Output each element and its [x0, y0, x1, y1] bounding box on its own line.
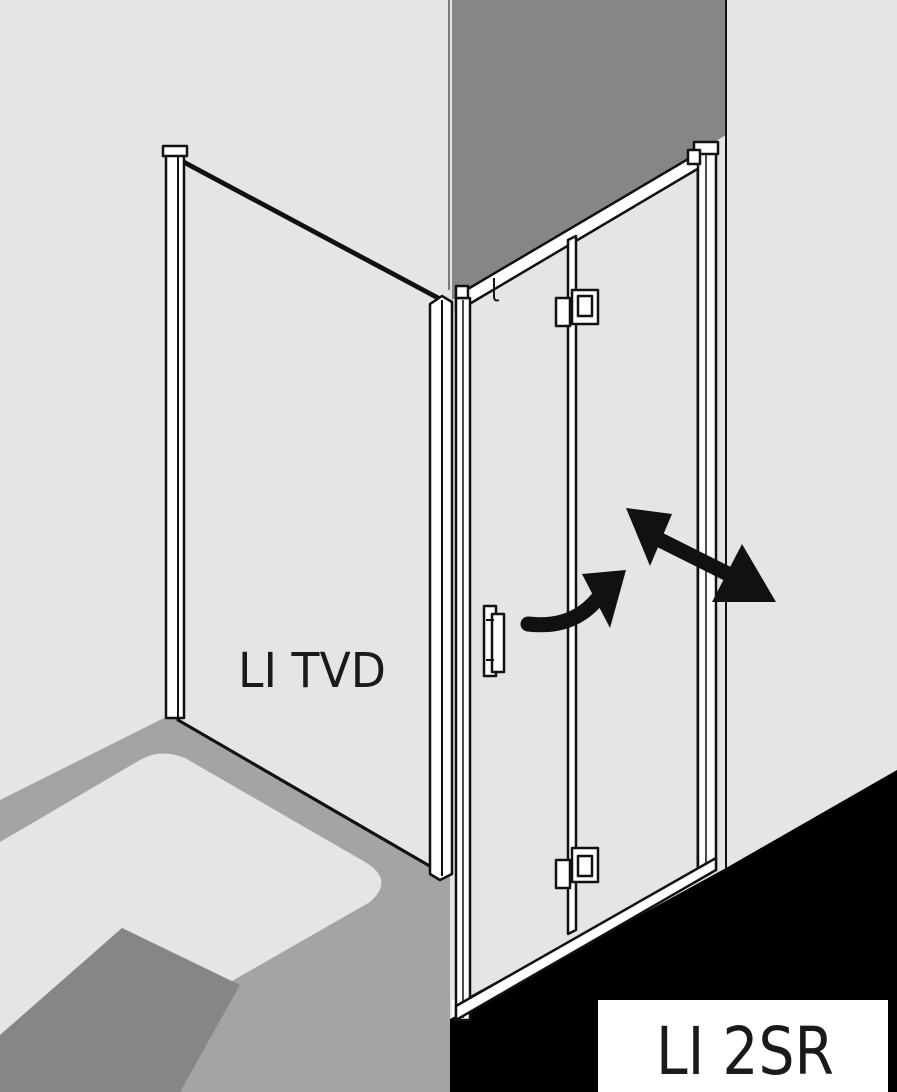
- left-wall-profile-cap: [161, 144, 189, 158]
- side-panel-bottom-edge: [176, 718, 442, 874]
- side-panel-top-rail: [176, 156, 442, 300]
- lower-hinge: [554, 846, 600, 890]
- top-fixing-left: [454, 284, 470, 300]
- door-label-box: [598, 1000, 888, 1092]
- curved-arrow-icon: [520, 570, 626, 633]
- door-label: LI 2SR: [656, 1013, 834, 1090]
- door-bottom-sill: [454, 856, 718, 1022]
- right-wall-profile: [696, 148, 718, 872]
- side-panel-label: LI TVD: [238, 643, 386, 699]
- tray-inner-shadow: [0, 928, 240, 1092]
- top-fixing-right: [686, 148, 702, 166]
- double-arrow-icon: [626, 508, 776, 602]
- top-hook: [493, 278, 500, 302]
- left-wall-profile: [164, 148, 186, 720]
- door-handle: [482, 604, 506, 678]
- door-fold-line: [566, 234, 578, 936]
- upper-hinge: [554, 288, 600, 328]
